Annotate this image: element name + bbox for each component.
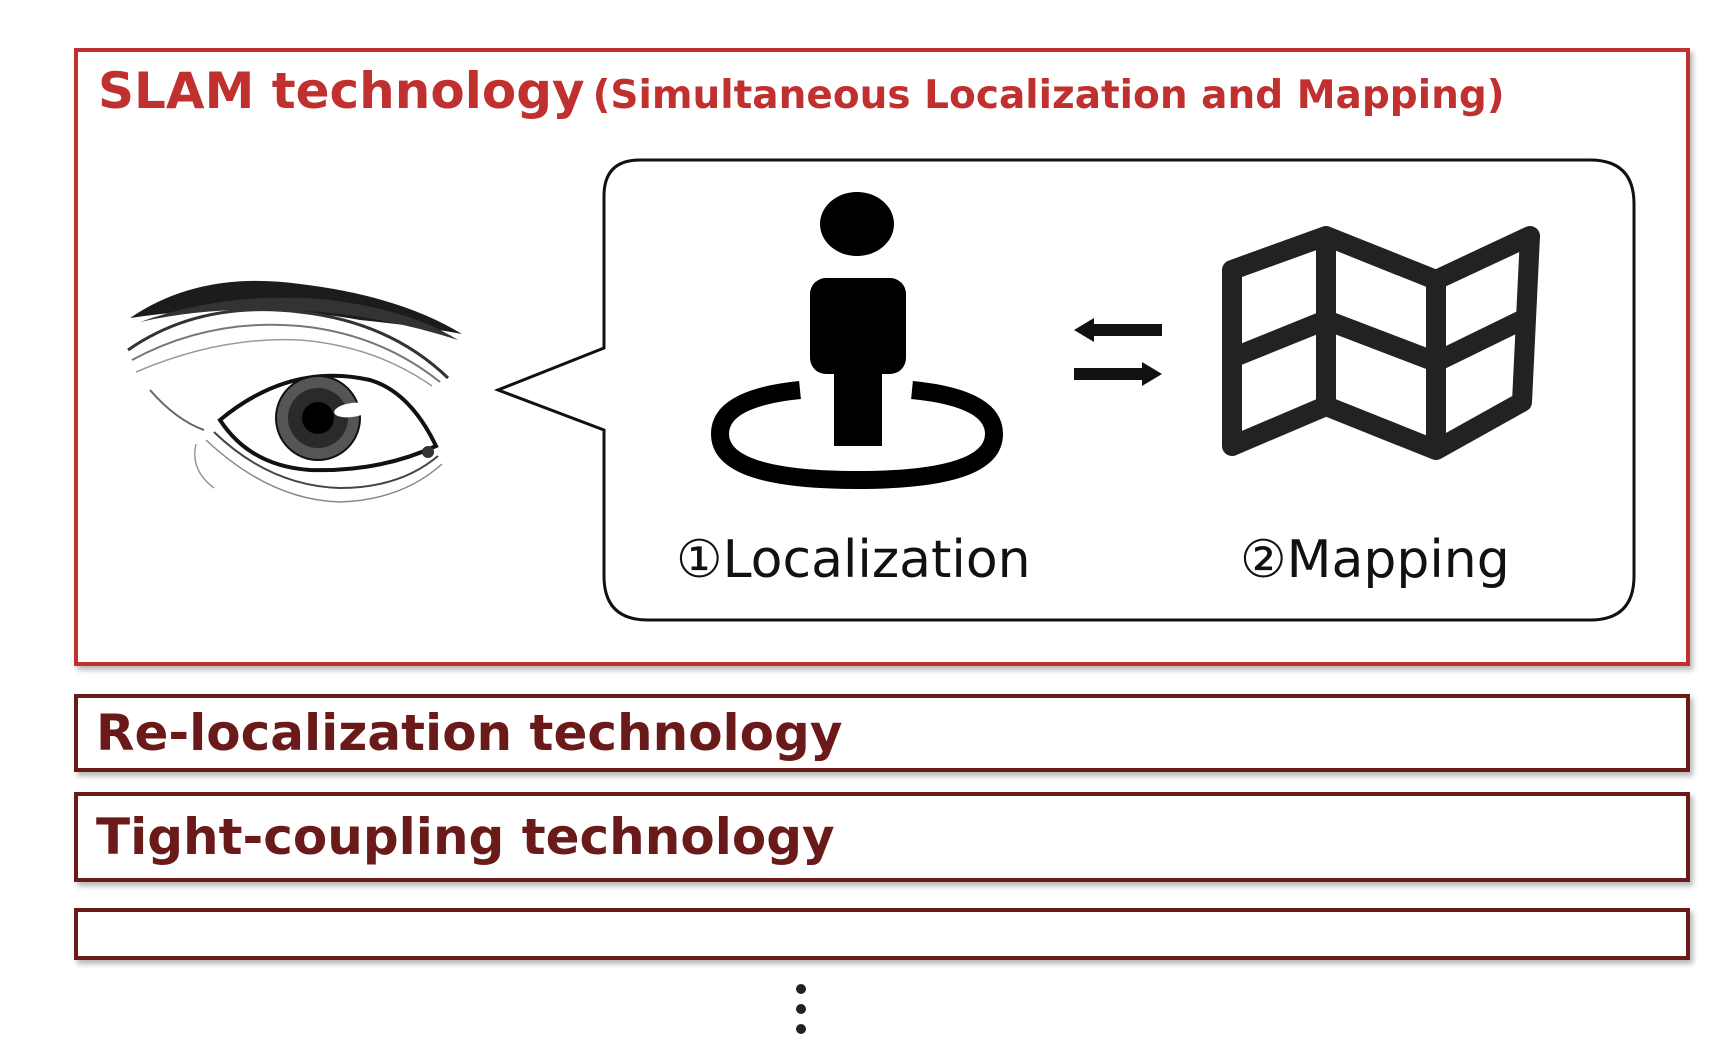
ellipsis-dot xyxy=(796,984,806,994)
slam-title-subtitle: (Simultaneous Localization and Mapping) xyxy=(592,73,1505,118)
tight-coupling-label: Tight-coupling technology xyxy=(96,808,835,866)
ellipsis-dot xyxy=(796,1004,806,1014)
slam-title: SLAM technology(Simultaneous Localizatio… xyxy=(98,62,1505,120)
speech-bubble xyxy=(493,158,1636,622)
relocalization-label: Re-localization technology xyxy=(96,704,843,762)
tight-coupling-panel: Tight-coupling technology xyxy=(74,792,1690,882)
ellipsis-dot xyxy=(796,1024,806,1034)
relocalization-panel: Re-localization technology xyxy=(74,694,1690,772)
empty-technology-panel xyxy=(74,908,1690,960)
bidirectional-arrows-icon xyxy=(1074,318,1162,386)
localization-label: ①Localization xyxy=(676,530,1031,590)
slam-title-main: SLAM technology xyxy=(98,62,585,120)
mapping-label: ②Mapping xyxy=(1240,530,1510,590)
more-ellipsis-icon xyxy=(794,980,808,1040)
folded-map-icon xyxy=(1222,226,1540,460)
eye-icon xyxy=(127,280,462,503)
person-location-icon xyxy=(710,192,1004,490)
